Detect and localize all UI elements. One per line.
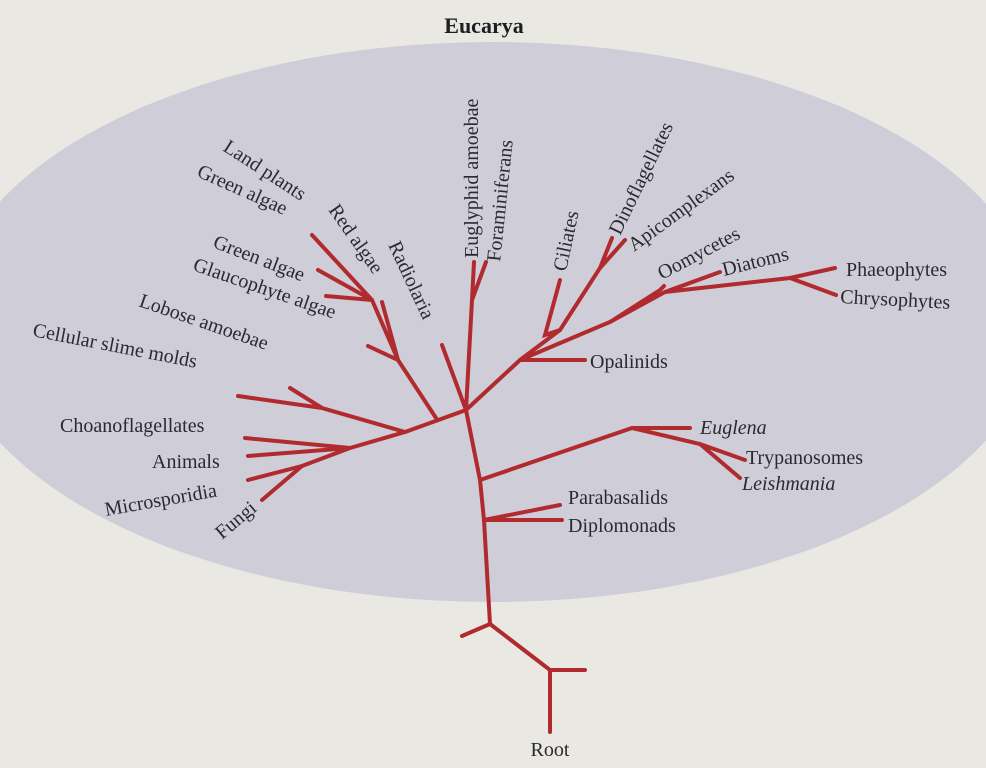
parabasalid-diplomonad-branches [482, 503, 564, 522]
label-animals: Animals [152, 451, 220, 473]
label-phaeophytes: Phaeophytes [846, 259, 947, 281]
label-choanoflagellates: Choanoflagellates [60, 415, 205, 437]
label-root: Root [531, 739, 570, 761]
eucarya-ellipse [0, 42, 986, 602]
label-euglyphid-amoebae: Euglyphid amoebae [461, 98, 483, 258]
label-diplomonads: Diplomonads [568, 515, 676, 537]
euglyphid-foram-branches [440, 260, 488, 412]
root-branches [460, 408, 587, 734]
left-clade-branches [236, 233, 468, 502]
label-euglena: Euglena [699, 417, 767, 439]
label-leishmania: Leishmania [741, 473, 835, 495]
label-parabasalids: Parabasalids [568, 487, 668, 509]
euglenozoa-branches [478, 426, 747, 482]
diagram-title: Eucarya [444, 13, 523, 38]
label-trypanosomes: Trypanosomes [746, 447, 863, 469]
label-opalinids: Opalinids [590, 351, 668, 373]
right-clade-branches [464, 236, 838, 412]
